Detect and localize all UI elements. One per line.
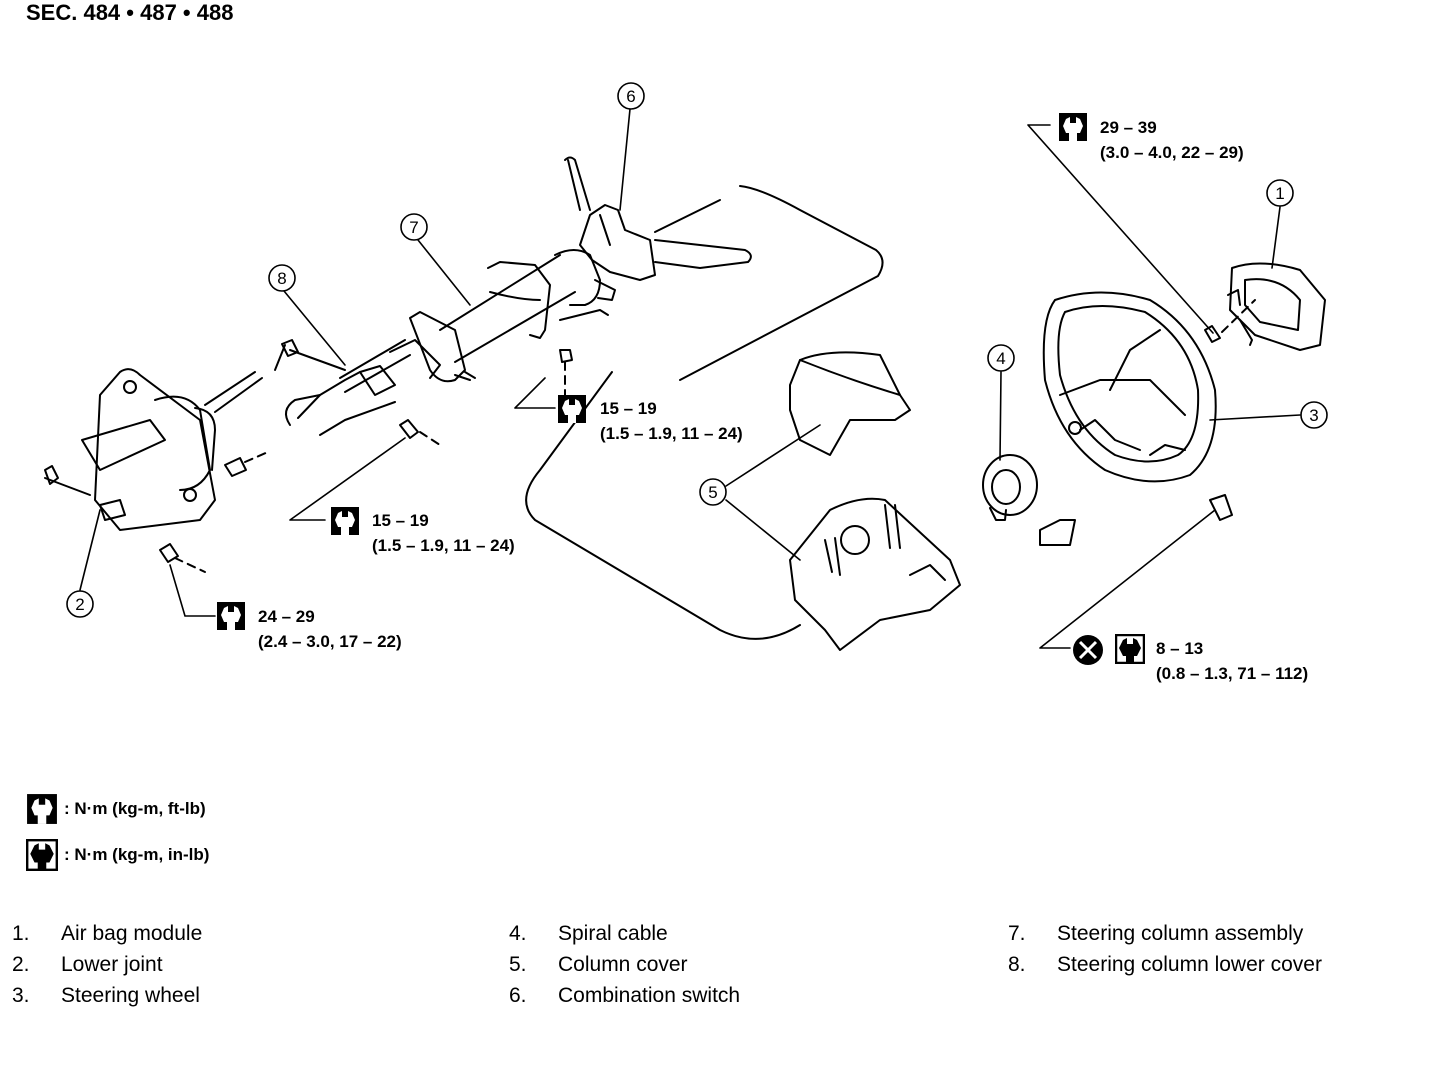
section-label: SEC. 484 • 487 • 488 (26, 0, 234, 25)
torque-value: 15 – 19 (600, 399, 657, 418)
open-wrench-icon (331, 507, 359, 535)
callout-6: 6 (617, 82, 645, 110)
solid-wrench-icon (26, 839, 58, 871)
torque-value: 15 – 19 (372, 511, 429, 530)
torque-detail: (1.5 – 1.9, 11 – 24) (600, 424, 743, 443)
torque-spec-1: 29 – 39 (3.0 – 4.0, 22 – 29) (1059, 113, 1244, 162)
part-number: 3. (12, 984, 30, 1007)
torque-detail: (2.4 – 3.0, 17 – 22) (258, 632, 402, 651)
part-name: Steering column lower cover (1057, 953, 1322, 976)
callout-8: 8 (268, 264, 296, 292)
part-number: 4. (509, 922, 527, 945)
open-wrench-icon (558, 395, 586, 423)
column-cover-upper (789, 351, 911, 456)
callout-4-label: 4 (996, 349, 1005, 368)
lower-cover (274, 339, 396, 436)
torque-spec-4: 24 – 29 (2.4 – 3.0, 17 – 22) (217, 602, 402, 651)
part-name: Combination switch (558, 984, 741, 1007)
open-wrench-icon (1059, 113, 1087, 141)
air-bag-module (1204, 262, 1326, 351)
column-cover-lower (789, 497, 961, 651)
spiral-cable (982, 454, 1038, 521)
callout-2: 2 (66, 590, 94, 618)
part-name: Air bag module (61, 922, 203, 945)
callout-4: 4 (987, 344, 1015, 372)
part-number: 5. (509, 953, 527, 976)
callout-1-label: 1 (1275, 184, 1284, 203)
callout-1: 1 (1266, 179, 1294, 207)
open-wrench-icon (217, 602, 245, 630)
torque-spec-5: 8 – 13 (0.8 – 1.3, 71 – 112) (1073, 634, 1308, 683)
callout-leaders (79, 108, 1301, 649)
callout-5-label: 5 (708, 483, 717, 502)
solid-wrench-icon (1115, 634, 1145, 664)
torque-value: 29 – 39 (1100, 118, 1157, 137)
callout-7-label: 7 (409, 218, 418, 237)
steering-column (409, 249, 601, 401)
callout-8-label: 8 (277, 269, 286, 288)
part-number: 6. (509, 984, 527, 1007)
legend-text: : N·m (kg-m, ft-lb) (64, 799, 206, 818)
part-number: 8. (1008, 953, 1026, 976)
legend-text: : N·m (kg-m, in-lb) (64, 845, 210, 864)
legend-solid-wrench: : N·m (kg-m, in-lb) (26, 838, 209, 872)
torque-detail: (1.5 – 1.9, 11 – 24) (372, 536, 515, 555)
torque-spec-3: 15 – 19 (1.5 – 1.9, 11 – 24) (331, 507, 515, 555)
lower-joint-assembly (44, 368, 269, 573)
part-name: Steering column assembly (1057, 922, 1304, 945)
torque-value: 24 – 29 (258, 607, 315, 626)
legend-open-wrench: : N·m (kg-m, ft-lb) (26, 792, 206, 826)
part-number: 1. (12, 922, 30, 945)
part-number: 7. (1008, 922, 1026, 945)
intermediate-shaft (339, 339, 441, 446)
callout-6-label: 6 (626, 87, 635, 106)
callout-3: 3 (1300, 401, 1328, 429)
part-name: Lower joint (61, 953, 163, 976)
torque-detail: (0.8 – 1.3, 71 – 112) (1156, 664, 1308, 683)
callout-5: 5 (699, 478, 727, 506)
combination-switch (559, 156, 752, 321)
steering-wheel (1039, 291, 1233, 546)
open-wrench-icon (26, 793, 58, 825)
torque-spec-2: 15 – 19 (1.5 – 1.9, 11 – 24) (558, 395, 743, 443)
part-number: 2. (12, 953, 30, 976)
body-outline (525, 185, 884, 640)
part-name: Steering wheel (61, 984, 200, 1007)
torque-value: 8 – 13 (1156, 639, 1203, 658)
callout-2-label: 2 (75, 595, 84, 614)
do-not-reuse-icon (1073, 635, 1103, 665)
part-name: Column cover (558, 953, 688, 976)
part-name: Spiral cable (558, 922, 668, 945)
callout-3-label: 3 (1309, 406, 1318, 425)
callout-7: 7 (400, 213, 428, 241)
torque-detail: (3.0 – 4.0, 22 – 29) (1100, 143, 1244, 162)
